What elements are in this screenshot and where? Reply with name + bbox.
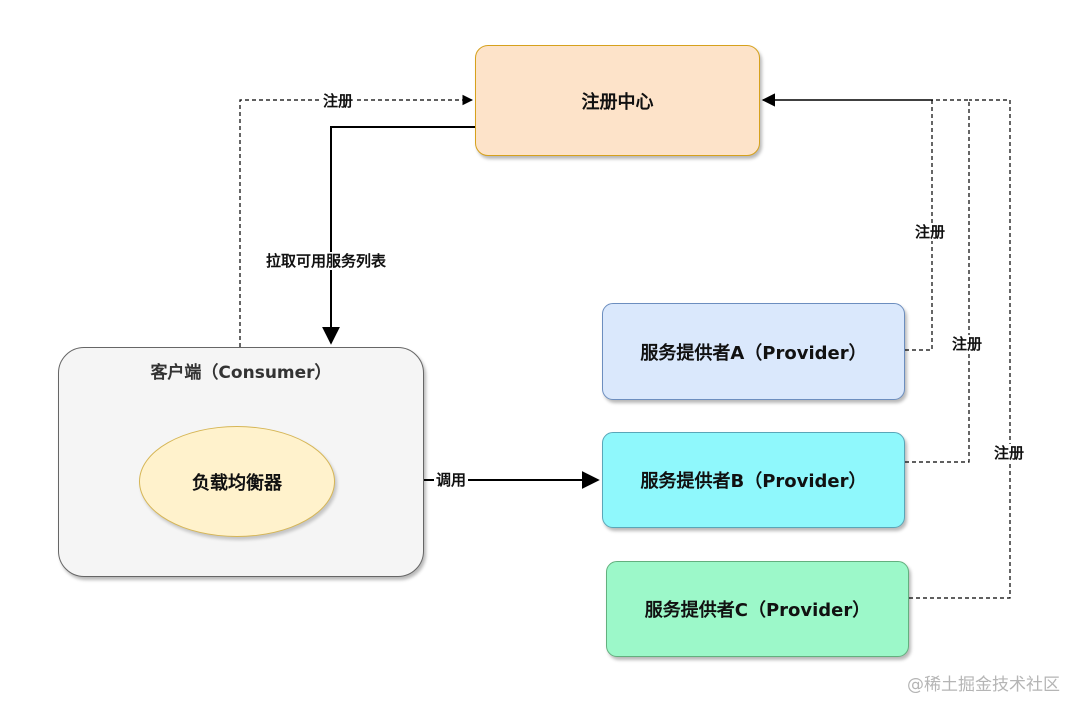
provider-b-label: 服务提供者B（Provider）: [640, 471, 867, 492]
registry-center-node: 注册中心: [475, 45, 760, 156]
provider-a-node: 服务提供者A（Provider）: [602, 303, 905, 400]
edge-provider-b-register: [905, 99, 970, 463]
provider-c-label: 服务提供者C（Provider）: [644, 600, 871, 621]
provider-c-register-label: 注册: [992, 444, 1027, 462]
pull-service-list-label: 拉取可用服务列表: [264, 252, 389, 270]
edge-pull-service-list: [322, 126, 475, 345]
registry-center-label: 注册中心: [581, 91, 654, 113]
provider-a-register-label: 注册: [913, 223, 948, 241]
provider-b-register-label: 注册: [950, 335, 985, 353]
watermark: @稀土掘金技术社区: [907, 675, 1060, 695]
consumer-register-label: 注册: [321, 92, 356, 110]
provider-b-node: 服务提供者B（Provider）: [602, 432, 905, 528]
load-balancer-node: 负载均衡器: [139, 426, 335, 537]
edge-provider-c-register: [909, 99, 1011, 599]
provider-c-node: 服务提供者C（Provider）: [606, 561, 909, 657]
consumer-container: 客户端（Consumer）: [58, 347, 424, 577]
edge-consumer-register: [239, 94, 474, 347]
provider-a-label: 服务提供者A（Provider）: [640, 342, 867, 364]
load-balancer-label: 负载均衡器: [192, 472, 282, 494]
invoke-label: 调用: [434, 471, 469, 489]
edge-provider-a-register: [905, 100, 933, 351]
consumer-title: 客户端（Consumer）: [150, 363, 332, 383]
